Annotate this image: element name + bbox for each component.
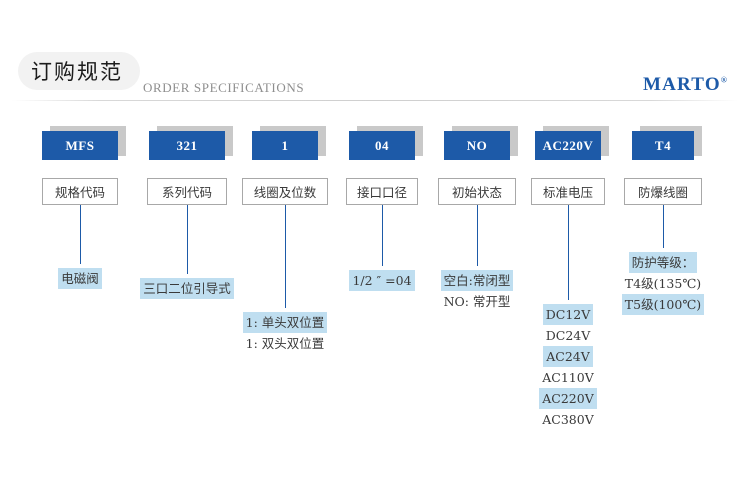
field-label-box: 规格代码 xyxy=(42,178,118,205)
code-chip-label: 04 xyxy=(349,131,415,160)
connector-line xyxy=(187,205,188,274)
detail-text: T4级(135℃) xyxy=(624,276,702,291)
field-label-box: 接口口径 xyxy=(346,178,418,205)
field-label-box: 初始状态 xyxy=(438,178,516,205)
detail-text: DC24V xyxy=(545,328,591,343)
detail-text: AC380V xyxy=(542,412,594,427)
detail-item: 三口二位引导式 xyxy=(0,278,562,299)
registered-trademark-icon: ® xyxy=(720,75,728,85)
field-label-box: 系列代码 xyxy=(147,178,227,205)
detail-list: DC12V DC24V AC24V AC110V AC220V AC380V xyxy=(0,304,750,430)
detail-text-highlighted: 空白:常闭型 xyxy=(440,270,514,291)
connector-line xyxy=(80,205,81,264)
detail-item: T4级(135℃) xyxy=(288,273,750,294)
detail-list: 1: 单头双位置 1: 双头双位置 xyxy=(0,312,750,354)
code-chip-t4: T4 xyxy=(632,126,702,162)
title-pill-background xyxy=(18,52,140,90)
detail-text: AC110V xyxy=(542,370,594,385)
detail-item: NO: 常开型 xyxy=(102,291,750,312)
page-header: 订购规范 ORDER SPECIFICATIONS MARTO® xyxy=(0,0,750,104)
code-chip-label: 321 xyxy=(149,131,225,160)
detail-item: AC110V xyxy=(193,367,750,388)
detail-list: 空白:常闭型 NO: 常开型 xyxy=(0,270,750,312)
code-chip-label: MFS xyxy=(42,131,118,160)
code-chip-label: 1 xyxy=(252,131,318,160)
detail-item: 电磁阀 xyxy=(0,268,455,289)
code-chip-ac220v: AC220V xyxy=(535,126,609,162)
detail-item: AC24V xyxy=(193,346,750,367)
field-label-box: 标准电压 xyxy=(531,178,605,205)
detail-item: 空白:常闭型 xyxy=(102,270,750,291)
code-chip-no: NO xyxy=(444,126,518,162)
brand-logo: MARTO® xyxy=(643,74,728,96)
detail-text: NO: 常开型 xyxy=(443,294,511,309)
detail-item: 1: 单头双位置 xyxy=(0,312,660,333)
detail-list: 防护等级： T4级(135℃) T5级(100℃) xyxy=(0,252,750,315)
code-chip-04: 04 xyxy=(349,126,423,162)
detail-text-highlighted: DC12V xyxy=(542,304,594,325)
brand-name: MARTO xyxy=(642,74,721,95)
detail-item: 防护等级： xyxy=(288,252,750,273)
detail-text-highlighted: AC220V xyxy=(539,388,597,409)
detail-item: AC220V xyxy=(193,388,750,409)
connector-line xyxy=(568,205,569,300)
code-chip-label: T4 xyxy=(632,131,694,160)
detail-item: 1: 双头双位置 xyxy=(0,333,660,354)
detail-list: 1/2 ″ =04 xyxy=(0,270,750,291)
header-divider xyxy=(12,100,738,101)
detail-text-highlighted: 防护等级： xyxy=(628,252,698,273)
connector-line xyxy=(382,205,383,266)
page-subtitle: ORDER SPECIFICATIONS xyxy=(143,80,305,95)
code-chip-1: 1 xyxy=(252,126,326,162)
field-label-box: 线圈及位数 xyxy=(242,178,328,205)
detail-text-highlighted: 1/2 ″ =04 xyxy=(349,270,415,291)
detail-text-highlighted: 电磁阀 xyxy=(58,268,102,289)
detail-item: DC24V xyxy=(193,325,750,346)
detail-text-highlighted: AC24V xyxy=(543,346,593,367)
code-chip-321: 321 xyxy=(149,126,233,162)
code-chip-mfs: MFS xyxy=(42,126,126,162)
detail-list: 电磁阀 xyxy=(0,268,750,289)
detail-text-highlighted: 三口二位引导式 xyxy=(140,278,234,299)
connector-line xyxy=(663,205,664,248)
detail-item: AC380V xyxy=(193,409,750,430)
detail-text-highlighted: 1: 单头双位置 xyxy=(242,312,328,333)
detail-item: T5级(100℃) xyxy=(288,294,750,315)
field-label-box: 防爆线圈 xyxy=(624,178,702,205)
detail-text-highlighted: T5级(100℃) xyxy=(621,294,705,315)
detail-item: DC12V xyxy=(193,304,750,325)
detail-item: 1/2 ″ =04 xyxy=(7,270,750,291)
page-title: 订购规范 xyxy=(31,60,123,84)
code-chip-label: AC220V xyxy=(535,131,601,160)
connector-line xyxy=(477,205,478,266)
detail-list: 三口二位引导式 xyxy=(0,278,750,299)
connector-line xyxy=(285,205,286,308)
detail-text: 1: 双头双位置 xyxy=(245,336,325,351)
code-chip-label: NO xyxy=(444,131,510,160)
